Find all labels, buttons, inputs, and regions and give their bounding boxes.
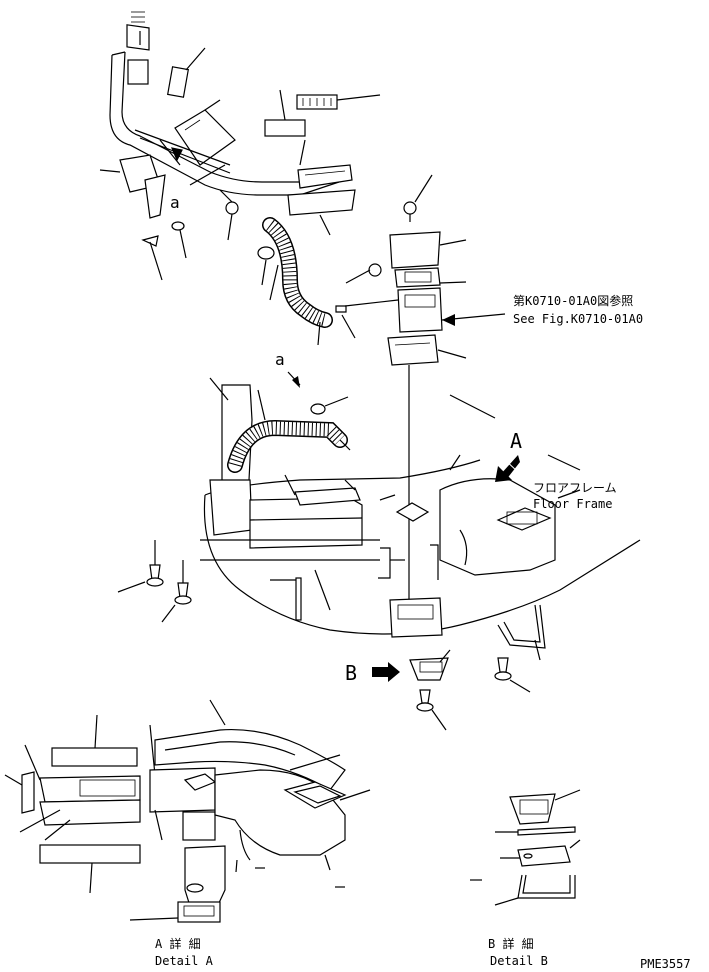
detail-b-title-en: Detail B xyxy=(490,954,548,968)
detail-b-drawing xyxy=(470,789,581,906)
detail-a-title-en: Detail A xyxy=(155,954,214,968)
detail-a-title-jp: A 詳 細 xyxy=(155,936,201,951)
detail-b-title-jp: B 詳 細 xyxy=(488,936,534,951)
ref-label-jp: 第K0710-01A0図参照 xyxy=(513,293,633,308)
flex-hose-upper xyxy=(257,217,356,346)
floor-frame-en: Floor Frame xyxy=(533,497,612,511)
clip-mid xyxy=(287,371,349,415)
floor-frame-jp: フロアフレーム xyxy=(533,481,617,495)
detail-a-drawing xyxy=(4,699,371,923)
center-connector-assembly xyxy=(344,174,506,600)
ref-label-en: See Fig.K0710-01A0 xyxy=(513,312,643,326)
arrow-b-label: B xyxy=(345,661,357,685)
mark-a-top: a xyxy=(170,193,180,212)
view-arrow-b: B xyxy=(345,649,451,731)
view-arrow-a: A xyxy=(495,429,522,482)
bracket-right xyxy=(494,604,546,693)
screw-and-washer-top xyxy=(141,221,187,281)
drawing-number: PME3557 xyxy=(640,957,691,971)
mark-a-mid: a xyxy=(275,350,285,369)
upper-duct-assembly xyxy=(99,11,381,241)
arrow-a-label: A xyxy=(510,429,522,453)
floor-frame-assembly xyxy=(117,377,641,638)
